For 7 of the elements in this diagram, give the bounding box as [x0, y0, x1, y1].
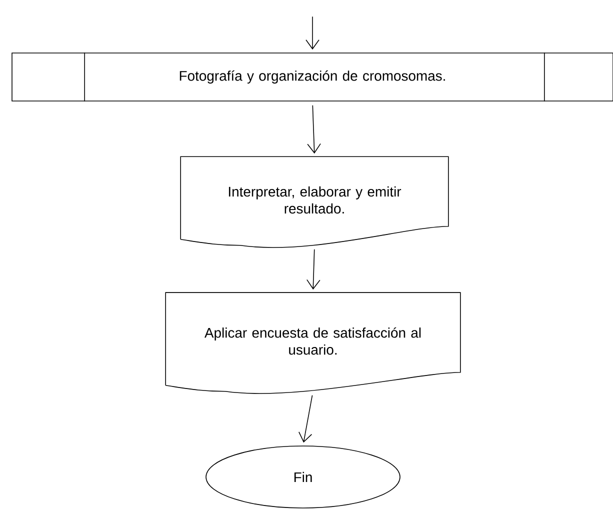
arrow	[306, 248, 320, 290]
document-shape: Interpretar, elaborar y emitir resultado.	[180, 156, 449, 248]
arrow	[298, 394, 313, 443]
arrow	[307, 104, 321, 154]
document-shape: Aplicar encuesta de satisfacción al usuario.	[165, 292, 461, 394]
arrow	[306, 16, 320, 50]
predefined-process-box: Fotografía y organización de cromosomas.	[12, 52, 613, 102]
